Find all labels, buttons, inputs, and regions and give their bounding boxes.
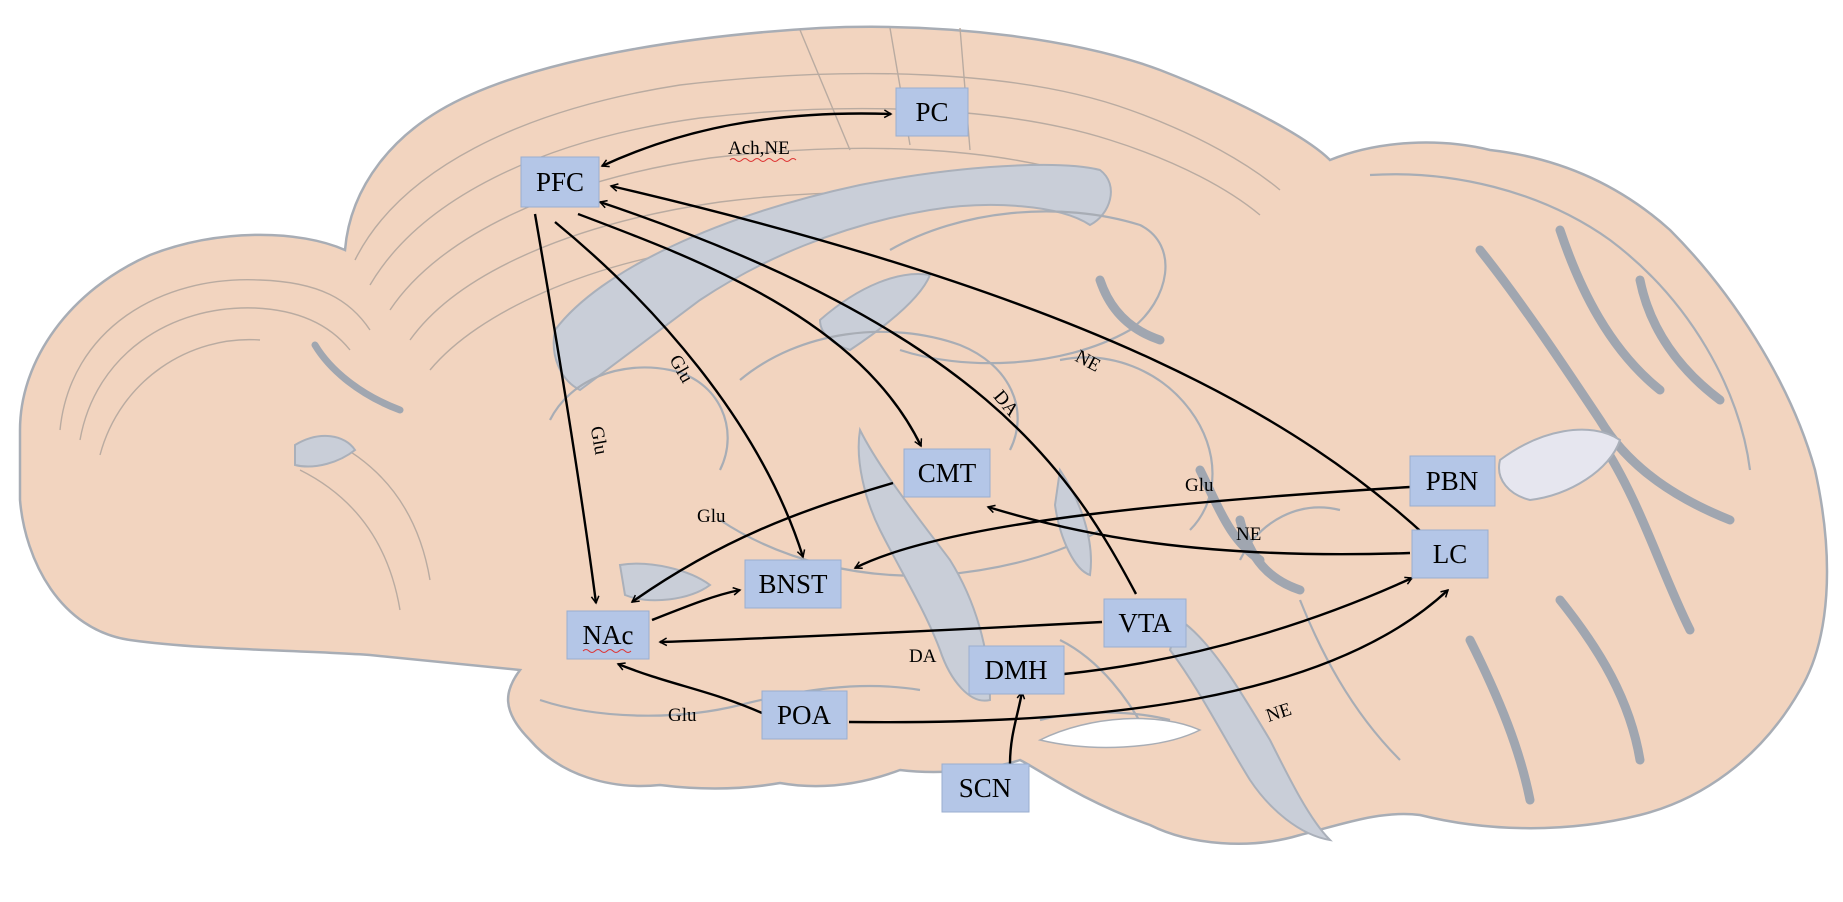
connections <box>533 113 1448 765</box>
edge-lc-pfc <box>611 186 1428 538</box>
edge-nac-bnst <box>651 590 740 622</box>
pituitary-gap <box>1037 717 1202 749</box>
region-boxes: PC PFC CMT PBN LC BNST NAc VT <box>520 87 1496 813</box>
ventral-ventricle <box>618 562 712 602</box>
cerebellum-sulcus <box>1555 595 1645 765</box>
region-vta[interactable]: VTA <box>1103 598 1187 648</box>
edge-label-glu-cmt-nac: Glu <box>697 506 726 527</box>
spellcheck-underline <box>729 158 797 162</box>
cerebellum-sulcus <box>1475 245 1735 525</box>
olfactory-sulcus <box>311 341 404 414</box>
cerebellum-sulcus <box>1465 635 1535 805</box>
edge-vta-nac <box>660 620 1103 642</box>
region-pc-label: PC <box>915 97 948 127</box>
edge-pfc-cmt <box>577 212 921 446</box>
hippocampus <box>889 210 1167 365</box>
edge-poa-nac <box>618 664 763 715</box>
edge-pbn-bnst <box>855 485 1411 570</box>
edge-label-da-vta-nac: DA <box>909 646 937 667</box>
edge-pfc-pc <box>602 113 891 166</box>
edge-vta-pfc <box>600 202 1138 595</box>
edge-pfc-bnst <box>554 221 803 557</box>
olfactory-ventricle <box>294 434 357 468</box>
region-vta-label: VTA <box>1118 608 1172 638</box>
region-bnst-label: BNST <box>758 569 828 599</box>
midbrain-ventricle <box>1053 467 1092 577</box>
region-poa-label: POA <box>777 700 832 730</box>
cerebellum-sulcus <box>1595 435 1695 635</box>
region-nac-label: NAc <box>583 620 634 650</box>
region-cmt[interactable]: CMT <box>903 448 991 498</box>
region-lc-label: LC <box>1433 539 1468 569</box>
cortex-layer <box>354 72 1281 261</box>
midbrain-sulcus <box>1095 275 1165 345</box>
region-nac[interactable]: NAc <box>566 610 650 660</box>
region-bnst[interactable]: BNST <box>744 559 842 609</box>
region-poa[interactable]: POA <box>761 690 848 740</box>
cerebellum-sulcus <box>1555 225 1665 395</box>
olfactory-fold <box>299 469 401 611</box>
region-cmt-label: CMT <box>918 458 977 488</box>
thalamus-outline <box>739 330 1019 451</box>
midbrain-sulcus <box>1235 515 1305 595</box>
region-pbn[interactable]: PBN <box>1409 455 1496 507</box>
edge-label-glu-pfc-nac: Glu <box>586 425 612 457</box>
region-pfc[interactable]: PFC <box>520 156 600 208</box>
region-scn[interactable]: SCN <box>941 763 1030 813</box>
edge-label-glu-poa-nac: Glu <box>668 705 697 726</box>
cortex-layer <box>369 107 1261 286</box>
cerebellum-outline <box>1369 173 1752 471</box>
spellcheck-underline <box>582 649 632 653</box>
edge-label-glu-pbn-bnst: Glu <box>1185 475 1214 496</box>
fourth-ventricle <box>1498 428 1622 502</box>
edge-pfc-nac <box>533 213 596 603</box>
striatum-outline <box>549 366 729 471</box>
edge-cmt-nac <box>632 481 894 603</box>
edge-scn-dmh <box>1008 692 1022 765</box>
edge-label-ach-ne: Ach,NE <box>728 138 790 159</box>
region-dmh-label: DMH <box>984 655 1047 685</box>
edge-dmh-lc <box>1063 578 1412 676</box>
edge-label-ne-lc-cmt: NE <box>1236 524 1261 545</box>
region-lc[interactable]: LC <box>1411 529 1489 579</box>
edge-poa-lc <box>848 590 1448 724</box>
olfactory-fold <box>99 338 261 456</box>
olfactory-fold <box>79 307 351 441</box>
olfactory-fold <box>59 279 371 431</box>
region-pfc-label: PFC <box>536 167 584 197</box>
third-ventricle <box>857 426 992 702</box>
region-pbn-label: PBN <box>1426 466 1479 496</box>
region-scn-label: SCN <box>959 773 1012 803</box>
region-pc[interactable]: PC <box>895 87 969 137</box>
edge-lc-cmt <box>988 507 1411 556</box>
region-dmh[interactable]: DMH <box>968 645 1065 695</box>
brainstem-outline <box>1298 599 1401 761</box>
cerebellum-sulcus <box>1635 275 1725 405</box>
